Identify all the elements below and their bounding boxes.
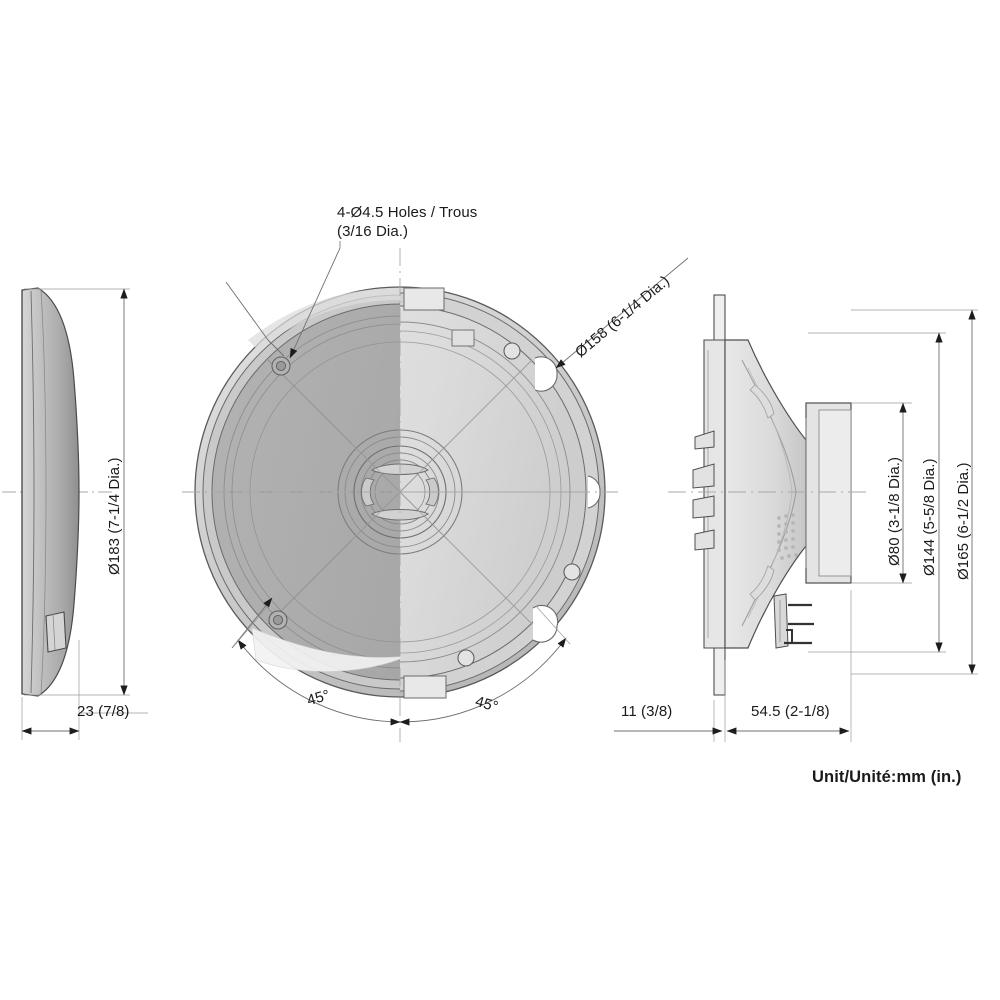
holes-callout-line1: 4-Ø4.5 Holes / Trous bbox=[337, 204, 478, 221]
mounting-hole-right bbox=[563, 563, 581, 581]
tweeter-blade-bottom bbox=[371, 509, 429, 521]
grille-rim-highlight bbox=[248, 288, 400, 350]
side-clip-1 bbox=[694, 430, 715, 450]
angle-ext-left bbox=[233, 605, 269, 647]
grille-diameter-label: Ø183 (7-1/4 Dia.) bbox=[106, 457, 123, 575]
unit-note: Unit/Unité:mm (in.) bbox=[812, 768, 962, 786]
basket-body bbox=[724, 339, 807, 649]
grille-mount-tab-line bbox=[52, 613, 56, 651]
callout-leader-branch bbox=[225, 281, 269, 341]
mounting-hole-lower-right bbox=[457, 649, 475, 667]
magnet-diameter-label: Ø80 (3-1/8 Dia.) bbox=[886, 456, 903, 566]
terminal-block bbox=[773, 593, 814, 649]
speaker-side-section-view bbox=[614, 294, 978, 742]
flange-notch-right bbox=[587, 475, 601, 509]
holes-callout-line2: (3/16 Dia.) bbox=[337, 223, 409, 241]
mounting-hole-upper-left bbox=[271, 356, 291, 376]
body-depth-label: 54.5 (2-1/8) bbox=[751, 703, 830, 720]
grille-side-profile-view bbox=[2, 287, 148, 740]
angle-arc-right bbox=[399, 637, 567, 726]
angle-arc-left bbox=[237, 639, 401, 726]
basket-flange-plate bbox=[703, 339, 726, 649]
grille-inner-rib-2 bbox=[40, 288, 47, 696]
flange-depth-label: 11 (3/8) bbox=[621, 703, 673, 720]
flange-tab-bottom bbox=[403, 675, 447, 699]
grille-depth-label: 23 (7/8) bbox=[77, 703, 130, 720]
flange-slot bbox=[451, 329, 475, 347]
mounting-hole-upper-right bbox=[503, 342, 521, 360]
basket-diameter-label: Ø144 (5-5/8 Dia.) bbox=[921, 458, 938, 576]
grille-profile-body bbox=[21, 287, 80, 697]
mounting-hole-lower-left bbox=[268, 610, 288, 630]
flange-notch-lower bbox=[532, 604, 559, 643]
side-clip-4 bbox=[694, 529, 715, 551]
side-clip-3 bbox=[692, 495, 715, 519]
basket-rib-lower bbox=[749, 565, 775, 601]
flange-tab-top bbox=[403, 287, 445, 311]
dimension-leader-cutout-diameter bbox=[555, 257, 689, 369]
grille-mount-tab bbox=[45, 611, 67, 653]
side-clip-2 bbox=[692, 463, 715, 489]
grille-inner-rib bbox=[30, 290, 35, 694]
basket-rib-upper bbox=[749, 384, 775, 419]
holes-callout: 4-Ø4.5 Holes / Trous (3/16 Dia.) bbox=[337, 203, 477, 241]
angle-ext-right bbox=[535, 605, 571, 645]
vent-hole-pattern bbox=[777, 513, 798, 560]
speaker-front-view bbox=[182, 241, 689, 742]
callout-leader-to-upper-hole bbox=[289, 247, 341, 359]
flange-notch-upper bbox=[534, 356, 558, 392]
magnet-top-plate bbox=[818, 409, 852, 577]
flange-diameter-label: Ø165 (6-1/2 Dia.) bbox=[955, 462, 972, 580]
callout-leader-branch-2 bbox=[267, 339, 285, 357]
